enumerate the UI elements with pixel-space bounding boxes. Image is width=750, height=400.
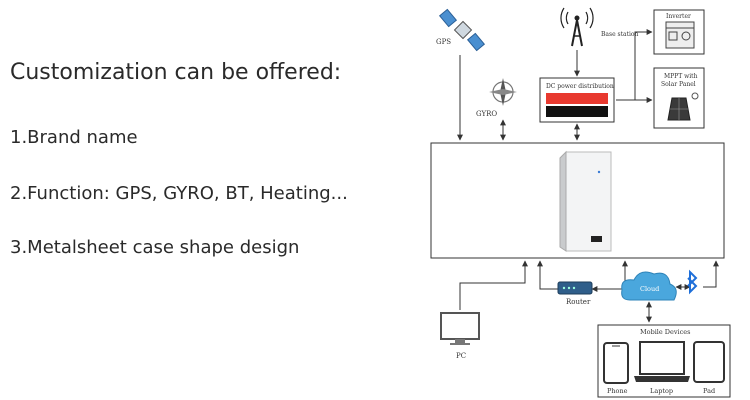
- pc-label: PC: [456, 352, 466, 360]
- cloud-icon: [621, 271, 677, 301]
- mobile-devices-label: Mobile Devices: [640, 328, 690, 336]
- cloud-label: Cloud: [640, 285, 659, 293]
- solar-panel-icon: [667, 92, 699, 121]
- laptop-label: Laptop: [650, 387, 673, 395]
- dc-black-bar: [546, 106, 608, 117]
- inverter-label: Inverter: [666, 13, 691, 20]
- customization-text-panel: Customization can be offered: 1.Brand na…: [10, 60, 348, 258]
- phone-icon: [603, 342, 629, 384]
- phone-label: Phone: [607, 387, 628, 395]
- compass-icon: [489, 78, 517, 106]
- bluetooth-icon: [687, 269, 698, 295]
- pc-monitor-icon: [440, 312, 480, 345]
- inverter-icon: [665, 21, 695, 49]
- pad-icon: [693, 341, 725, 383]
- satellite-icon: [438, 8, 486, 52]
- mppt-label-line1: MPPT with: [664, 73, 698, 80]
- router-label: Router: [566, 298, 591, 306]
- top-connectors: [457, 29, 653, 141]
- base-station-icon: [560, 7, 594, 47]
- pad-label: Pad: [703, 387, 715, 395]
- laptop-icon: [634, 341, 690, 382]
- gyro-label: GYRO: [476, 110, 497, 118]
- dc-power-label: DC power distribution: [546, 83, 614, 90]
- mppt-label-line2: Solar Panel: [661, 81, 696, 88]
- item-brand-name: 1.Brand name: [10, 127, 138, 148]
- dc-red-bar: [546, 93, 608, 104]
- item-function: 2.Function: GPS, GYRO, BT, Heating...: [10, 183, 348, 204]
- base-station-label: Base station: [601, 31, 639, 38]
- gps-label: GPS: [436, 38, 451, 46]
- router-icon: [557, 281, 593, 295]
- item-case-design: 3.Metalsheet case shape design: [10, 237, 300, 258]
- customization-heading: Customization can be offered:: [10, 60, 342, 85]
- bottom-connectors: [459, 260, 719, 323]
- battery-image: [559, 150, 612, 252]
